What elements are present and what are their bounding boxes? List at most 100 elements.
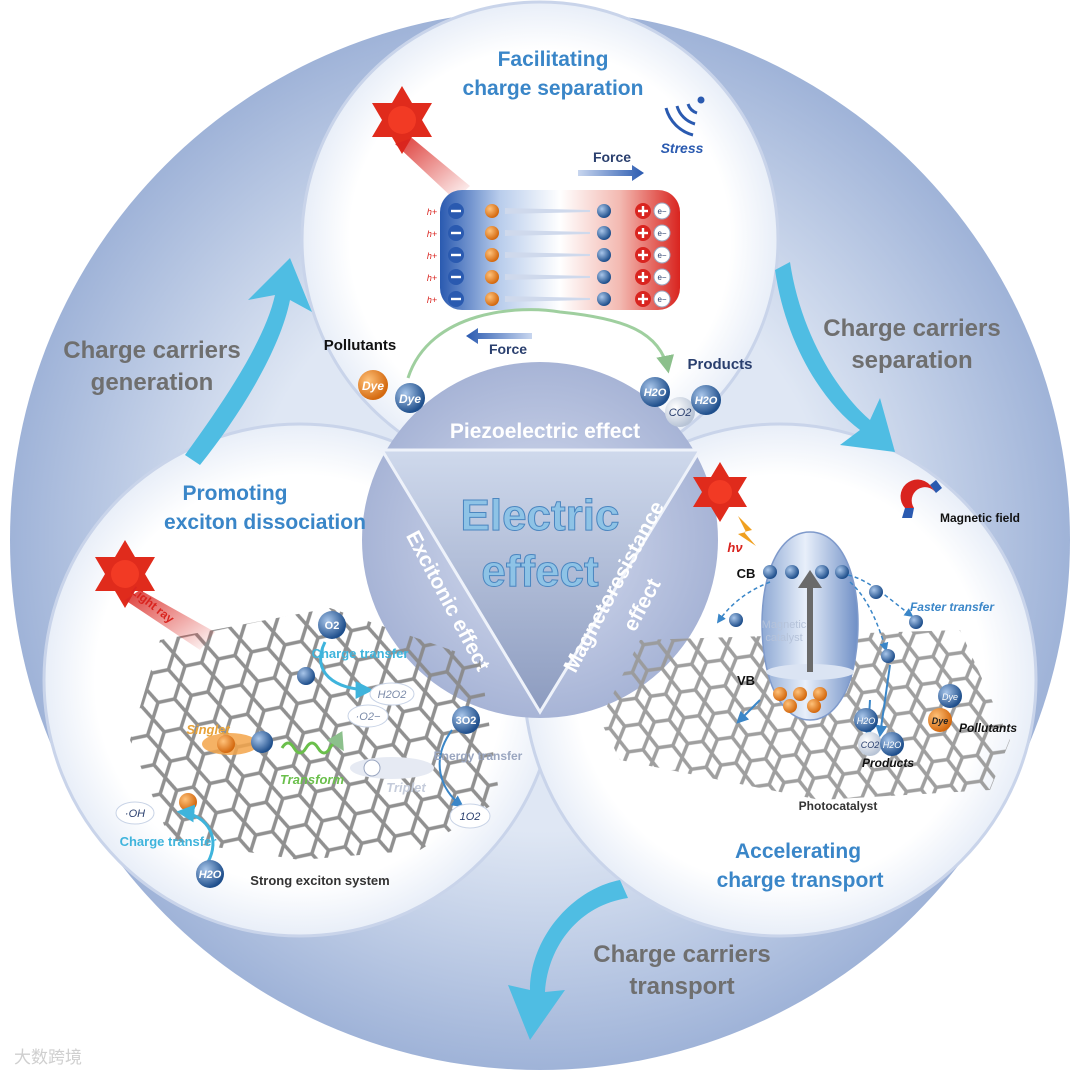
vb-hole xyxy=(813,687,827,701)
h2o-molecule-2: H2O xyxy=(691,385,721,415)
right-title-line2: charge transport xyxy=(717,869,884,892)
magnetic-field-label: Magnetic field xyxy=(940,511,1020,525)
dye-molecule-blue-right: Dye xyxy=(938,684,962,708)
vb-hole xyxy=(773,687,787,701)
electron-particle xyxy=(597,204,611,218)
lightning-icon xyxy=(738,516,756,546)
exciton-lattice xyxy=(130,608,500,860)
electron-free-4 xyxy=(881,649,895,663)
svg-text:CO2: CO2 xyxy=(669,407,692,419)
hole-particle xyxy=(485,248,499,262)
svg-text:H2O: H2O xyxy=(644,387,667,399)
cb-electron xyxy=(815,565,829,579)
catalyst-label-line1: Magnetic xyxy=(762,619,807,631)
catalyst-arrow-head xyxy=(798,570,822,588)
svg-text:3O2: 3O2 xyxy=(456,715,477,727)
electron-label-bubble xyxy=(653,224,671,242)
electron-label-bubble xyxy=(653,290,671,308)
field-line xyxy=(505,252,590,258)
o2-molecule: O2 xyxy=(318,611,346,639)
electron-free-2 xyxy=(909,615,923,629)
sun-icon-left xyxy=(95,540,215,650)
cb-label: CB xyxy=(737,566,756,581)
charge-rows: h+e−h+e−h+e−h+e−h+e− xyxy=(427,202,671,308)
svg-text:Dye: Dye xyxy=(942,692,958,702)
svg-text:H2O: H2O xyxy=(199,869,222,881)
field-line xyxy=(505,208,590,214)
electron-label: e− xyxy=(657,295,666,304)
degradation-arrow-3 xyxy=(875,664,891,738)
hole-particle xyxy=(485,270,499,284)
cb-electron xyxy=(835,565,849,579)
svg-text:H2O2: H2O2 xyxy=(378,689,407,701)
sun-icon-top xyxy=(372,86,470,200)
pollutants-label-top: Pollutants xyxy=(324,337,397,354)
charge-transfer-arrow-1 xyxy=(319,641,374,699)
degradation-arrow-1 xyxy=(736,699,761,724)
generation-label-line1: Charge carriers xyxy=(63,337,240,364)
field-line xyxy=(505,230,590,236)
top-title-line2: charge separation xyxy=(463,77,644,100)
triplet-label: Triplet xyxy=(386,780,426,795)
separation-label-line2: separation xyxy=(851,347,972,374)
transport-arrow xyxy=(508,880,628,1040)
catalyst-label-line2: catalyst xyxy=(765,632,802,644)
singlet-o2-product: 1O2 xyxy=(449,803,491,829)
energy-transfer-label: Energy transfer xyxy=(434,749,523,763)
field-line xyxy=(505,274,590,280)
svg-text:H2O: H2O xyxy=(883,740,902,750)
energy-transfer-arrow xyxy=(438,729,464,808)
products-label-right: Products xyxy=(862,756,914,770)
dye-molecule-orange: Dye xyxy=(358,370,388,400)
pollutants-label-right: Pollutants xyxy=(959,721,1017,735)
svg-text:CO2: CO2 xyxy=(861,740,880,750)
superoxide-product: ·O2− xyxy=(347,704,389,728)
center-title-line1: Electric xyxy=(461,491,620,540)
svg-text:·OH: ·OH xyxy=(125,808,145,820)
center-title-line2: effect xyxy=(481,547,599,596)
piezo-effect-label: Piezoelectric effect xyxy=(450,420,640,443)
electron-label-bubble xyxy=(653,202,671,220)
electron-label: e− xyxy=(657,273,666,282)
piezo-crystal xyxy=(440,190,680,310)
hole-label: h+ xyxy=(427,251,437,261)
triplet-exciton xyxy=(350,757,434,779)
electron-left xyxy=(297,667,315,685)
electron-label: e− xyxy=(657,229,666,238)
left-circle-content: Promoting exciton dissociation Light ray… xyxy=(95,482,523,888)
reaction-path-arrow xyxy=(406,308,674,379)
charge-row: h+e− xyxy=(427,290,671,308)
hole-particle xyxy=(485,292,499,306)
photocatalyst-label: Photocatalyst xyxy=(799,799,878,813)
hole-label: h+ xyxy=(427,229,437,239)
co2-molecule-right: CO2 xyxy=(858,732,882,756)
electron-label-bubble xyxy=(653,246,671,264)
svg-text:Dye: Dye xyxy=(362,379,384,393)
electron-particle xyxy=(597,270,611,284)
hydroxyl-product: ·OH xyxy=(115,801,155,825)
svg-text:·O2−: ·O2− xyxy=(356,711,381,723)
separation-arrow xyxy=(775,262,895,452)
right-circle-content: Accelerating charge transport hν Magneti… xyxy=(600,462,1020,892)
cb-electron xyxy=(763,565,777,579)
electron-particle xyxy=(597,248,611,262)
electron-label: e− xyxy=(657,251,666,260)
electron-label: e− xyxy=(657,207,666,216)
h2o-molecule-1: H2O xyxy=(640,377,670,407)
electron-particle xyxy=(597,226,611,240)
svg-text:Dye: Dye xyxy=(399,392,421,406)
vb-holes xyxy=(773,687,827,713)
h2o-molecule-left: H2O xyxy=(196,860,224,888)
charge-row: h+ e− xyxy=(427,224,671,242)
magnet-icon xyxy=(900,479,942,518)
svg-text:1O2: 1O2 xyxy=(460,811,481,823)
watermark: 大数跨境 xyxy=(14,1048,82,1068)
right-title-line1: Accelerating xyxy=(735,840,861,863)
vb-hole xyxy=(793,687,807,701)
faster-transfer-label: Faster transfer xyxy=(910,600,995,614)
top-title-line1: Facilitating xyxy=(498,48,609,71)
transform-label: Transform xyxy=(280,772,344,787)
charge-transfer-label-1: Charge transfer xyxy=(312,646,409,661)
charge-row: h+e− xyxy=(427,268,671,286)
